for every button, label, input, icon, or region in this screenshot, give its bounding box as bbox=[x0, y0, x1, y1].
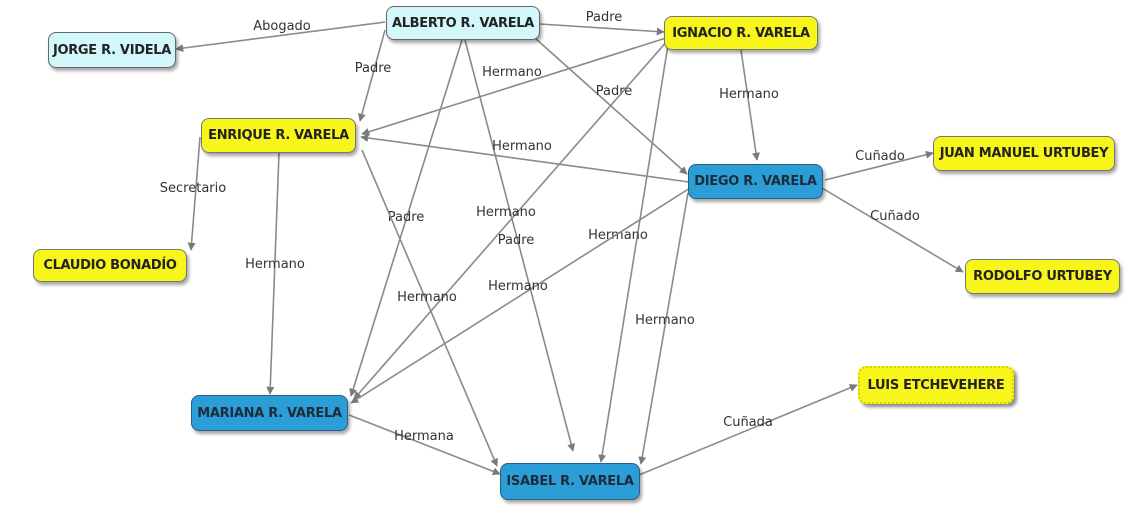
edge-alberto-ignacio: Padre bbox=[539, 10, 665, 36]
edge-label: Hermano bbox=[588, 228, 648, 243]
edge-label: Hermano bbox=[476, 205, 536, 220]
edge-label: Padre bbox=[596, 84, 633, 99]
edge-label: Padre bbox=[355, 61, 392, 76]
node-jorge-r-videla[interactable]: JORGE R. VIDELA bbox=[48, 32, 176, 68]
edge-alberto-mariana: Padre bbox=[349, 39, 463, 397]
edge-mariana-isabel: Hermana bbox=[348, 414, 501, 476]
edge-alberto-jorge: Abogado bbox=[175, 19, 386, 53]
node-alberto-r-varela[interactable]: ALBERTO R. VARELA bbox=[386, 6, 540, 40]
edge-label: Cuñado bbox=[855, 149, 905, 164]
edge-label: Hermana bbox=[394, 429, 454, 444]
edge-label: Abogado bbox=[253, 19, 311, 34]
node-diego-r-varela[interactable]: DIEGO R. VARELA bbox=[688, 164, 823, 199]
node-luis-etchevehere[interactable]: LUIS ETCHEVEHERE bbox=[858, 366, 1014, 404]
edge-label: Padre bbox=[498, 233, 535, 248]
edge-isabel-luis: Cuñada bbox=[638, 384, 858, 476]
edge-label: Cuñada bbox=[723, 415, 773, 430]
edge-diego-enrique: Hermano bbox=[360, 134, 690, 183]
edge-ignacio-isabel: Hermano bbox=[588, 44, 669, 463]
edge-enrique-claudio: Secretario bbox=[160, 136, 226, 251]
node-claudio-bonadio[interactable]: CLAUDIO BONADÍO bbox=[33, 249, 187, 282]
edge-label: Hermano bbox=[719, 87, 779, 102]
edge-diego-juan: Cuñado bbox=[824, 149, 934, 181]
edge-ignacio-mariana: Hermano bbox=[353, 39, 669, 400]
node-isabel-r-varela[interactable]: ISABEL R. VARELA bbox=[500, 463, 640, 500]
edge-label: Hermano bbox=[245, 257, 305, 272]
edge-label: Secretario bbox=[160, 181, 226, 196]
edge-label: Hermano bbox=[492, 139, 552, 154]
edge-diego-mariana: Hermano bbox=[350, 187, 691, 404]
node-ignacio-r-varela[interactable]: IGNACIO R. VARELA bbox=[664, 16, 818, 50]
edge-diego-rodolfo: Cuñado bbox=[821, 187, 964, 273]
edge-label: Padre bbox=[388, 210, 425, 225]
node-enrique-r-varela[interactable]: ENRIQUE R. VARELA bbox=[201, 118, 356, 153]
edge-enrique-mariana: Hermano bbox=[245, 152, 305, 395]
edge-ignacio-diego: Hermano bbox=[719, 49, 779, 161]
edge-label: Padre bbox=[586, 10, 623, 25]
edge-ignacio-enrique: Hermano bbox=[361, 37, 667, 136]
edge-enrique-isabel: Hermano bbox=[361, 149, 498, 467]
edge-label: Hermano bbox=[482, 65, 542, 80]
node-rodolfo-urtubey[interactable]: RODOLFO URTUBEY bbox=[965, 259, 1120, 294]
node-mariana-r-varela[interactable]: MARIANA R. VARELA bbox=[191, 395, 348, 431]
edge-diego-isabel: Hermano bbox=[635, 192, 695, 465]
edge-label: Hermano bbox=[635, 313, 695, 328]
node-juan-manuel-urtubey[interactable]: JUAN MANUEL URTUBEY bbox=[933, 136, 1115, 171]
edge-label: Cuñado bbox=[870, 209, 920, 224]
edge-alberto-isabel: Padre bbox=[464, 39, 576, 452]
edge-label: Hermano bbox=[397, 290, 457, 305]
edge-label: Hermano bbox=[488, 279, 548, 294]
edge-alberto-enrique: Padre bbox=[355, 29, 392, 122]
